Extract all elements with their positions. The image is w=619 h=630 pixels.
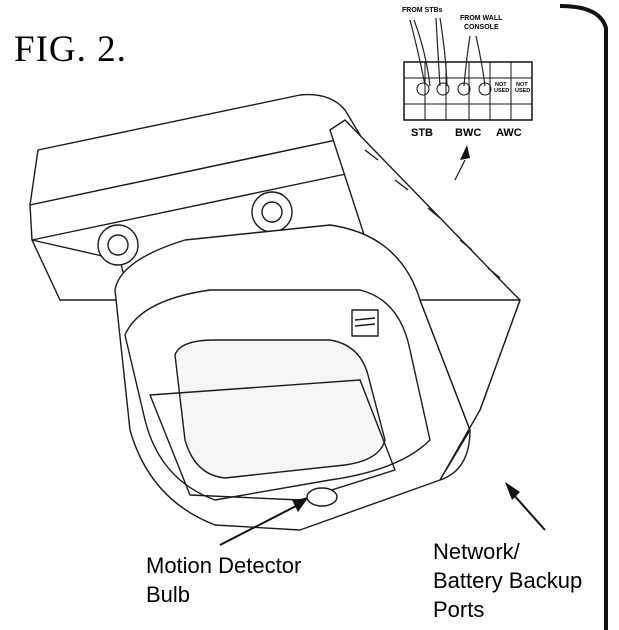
vent-slots <box>364 149 501 279</box>
not-used-label-1b: USED <box>494 88 509 94</box>
ports-callout-line3: Ports <box>433 597 485 622</box>
wire <box>475 35 486 87</box>
not-used-label-2b: USED <box>515 88 530 94</box>
not-used-label-1: NOT <box>495 82 507 88</box>
terminal-label-bwc: BWC <box>455 127 481 139</box>
ports-callout-line2: Battery Backup <box>433 568 583 593</box>
terminal-block: FROM STBs FROM WALL CONSOLE NOT USED NOT… <box>402 7 533 139</box>
motion-detector-callout-line2: Bulb <box>146 582 191 607</box>
opener-unit <box>29 93 521 531</box>
wire <box>409 19 426 86</box>
motion-arrowhead <box>292 498 308 512</box>
panel-border <box>559 4 608 630</box>
motion-detector-callout: Motion Detector Bulb <box>146 551 301 609</box>
wire-label-right-2: CONSOLE <box>464 24 499 31</box>
leader-line <box>454 159 466 181</box>
motion-detector-bulb <box>306 487 338 507</box>
terminal-screw <box>436 82 450 96</box>
ports-callout-line1: Network/ <box>433 539 520 564</box>
wire <box>435 17 441 87</box>
wire <box>413 19 431 87</box>
terminal-screw <box>416 82 430 96</box>
port-area <box>351 309 379 337</box>
wire-label-right-1: FROM WALL <box>460 15 503 22</box>
wire <box>439 17 448 87</box>
motion-arrow-line <box>219 504 299 546</box>
terminal-label-stb: STB <box>411 127 433 139</box>
ports-callout: Network/ Battery Backup Ports <box>433 537 582 624</box>
ports-arrowhead <box>505 482 520 500</box>
motion-detector-callout-line1: Motion Detector <box>146 553 302 578</box>
leader-arrowhead <box>460 145 470 160</box>
wire-label-left: FROM STBs <box>402 7 443 14</box>
wire <box>463 35 471 87</box>
not-used-label-2: NOT <box>516 82 528 88</box>
figure-title: FIG. 2. <box>14 29 127 70</box>
terminal-label-awc: AWC <box>496 127 522 139</box>
ports-arrow-line <box>511 492 546 531</box>
